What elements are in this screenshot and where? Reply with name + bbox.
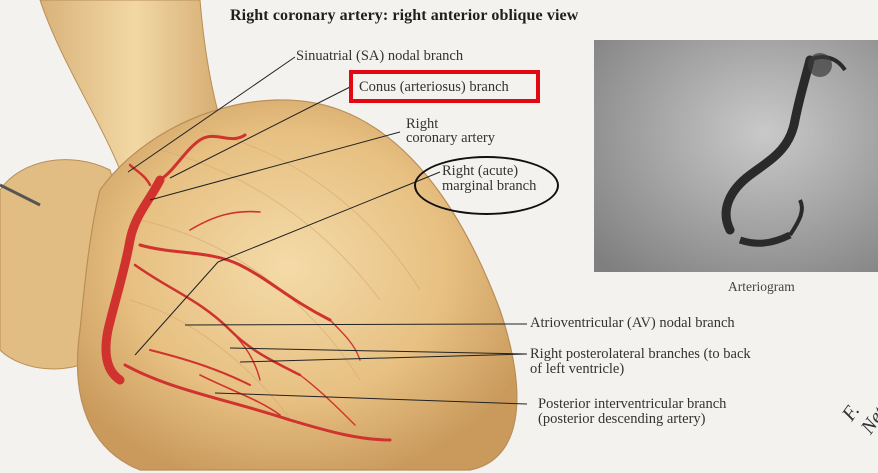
label-piv-line1: Posterior interventricular branch	[538, 396, 726, 412]
ventricle-shape	[78, 100, 517, 470]
highlight-box-conus	[349, 70, 540, 103]
arteriogram-caption: Arteriogram	[728, 279, 795, 295]
label-posterolateral-line2: of left ventricle)	[530, 361, 624, 377]
label-piv-line2: (posterior descending artery)	[538, 411, 706, 427]
label-rca-line2: coronary artery	[406, 130, 495, 146]
label-av-nodal: Atrioventricular (AV) nodal branch	[530, 315, 735, 331]
arteriogram-image	[594, 40, 878, 272]
page-title: Right coronary artery: right anterior ob…	[230, 7, 578, 25]
label-sa-nodal: Sinuatrial (SA) nodal branch	[296, 48, 463, 64]
label-posterolateral-line1: Right posterolateral branches (to back	[530, 346, 751, 362]
highlight-ellipse-marginal	[414, 156, 559, 215]
